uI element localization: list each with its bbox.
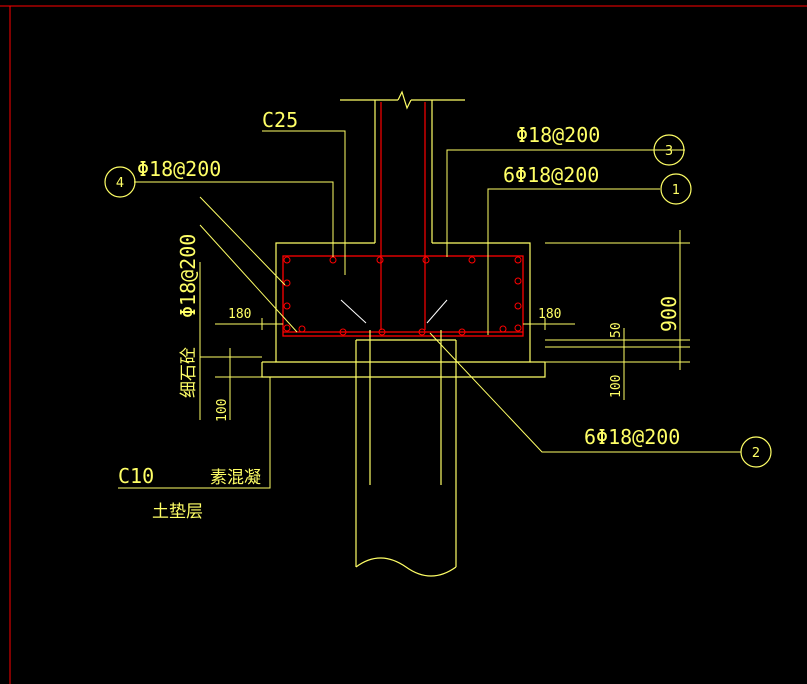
label-concrete-grade: C25 [262, 108, 298, 132]
label-rebar-count: 6Φ18@200 [503, 163, 599, 187]
callout-1: 1 [660, 173, 692, 205]
dim-100-right: 100 [609, 375, 624, 398]
cage-ties [340, 299, 448, 324]
callout-2-text: 2 [752, 446, 760, 461]
column-above [340, 90, 465, 243]
dim-50: 50 [609, 322, 624, 338]
callout-3: 3 [653, 134, 685, 166]
label-rebar-vertical: Φ18@200 [176, 234, 200, 318]
label-rebar-bottom: 6Φ18@200 [584, 425, 680, 449]
dimension-lines [199, 230, 690, 420]
rebar-dots [283, 256, 522, 336]
pile-cap-outline [261, 242, 546, 378]
pile [355, 330, 457, 577]
label-c10: C10 [118, 464, 154, 488]
callout-4: 4 [104, 166, 136, 198]
dim-180-left: 180 [228, 307, 251, 322]
callout-2: 2 [740, 436, 772, 468]
label-cushion: 土垫层 [152, 502, 203, 522]
label-rebar-top-right: Φ18@200 [516, 123, 600, 147]
callout-4-text: 4 [116, 176, 124, 191]
leader-lines [118, 130, 741, 489]
drawing-frame [0, 5, 807, 684]
rebar-cage [282, 255, 524, 337]
dim-900: 900 [657, 296, 681, 332]
label-vertical-cn: 细石砼 [179, 347, 199, 398]
dim-100-left: 100 [215, 399, 230, 422]
label-rebar-top-left: Φ18@200 [137, 157, 221, 181]
dim-180-right: 180 [538, 307, 561, 322]
label-plain-concrete: 素混凝 [210, 468, 261, 488]
callout-1-text: 1 [672, 183, 680, 198]
callout-3-text: 3 [665, 144, 673, 159]
column-rebars [380, 102, 426, 330]
